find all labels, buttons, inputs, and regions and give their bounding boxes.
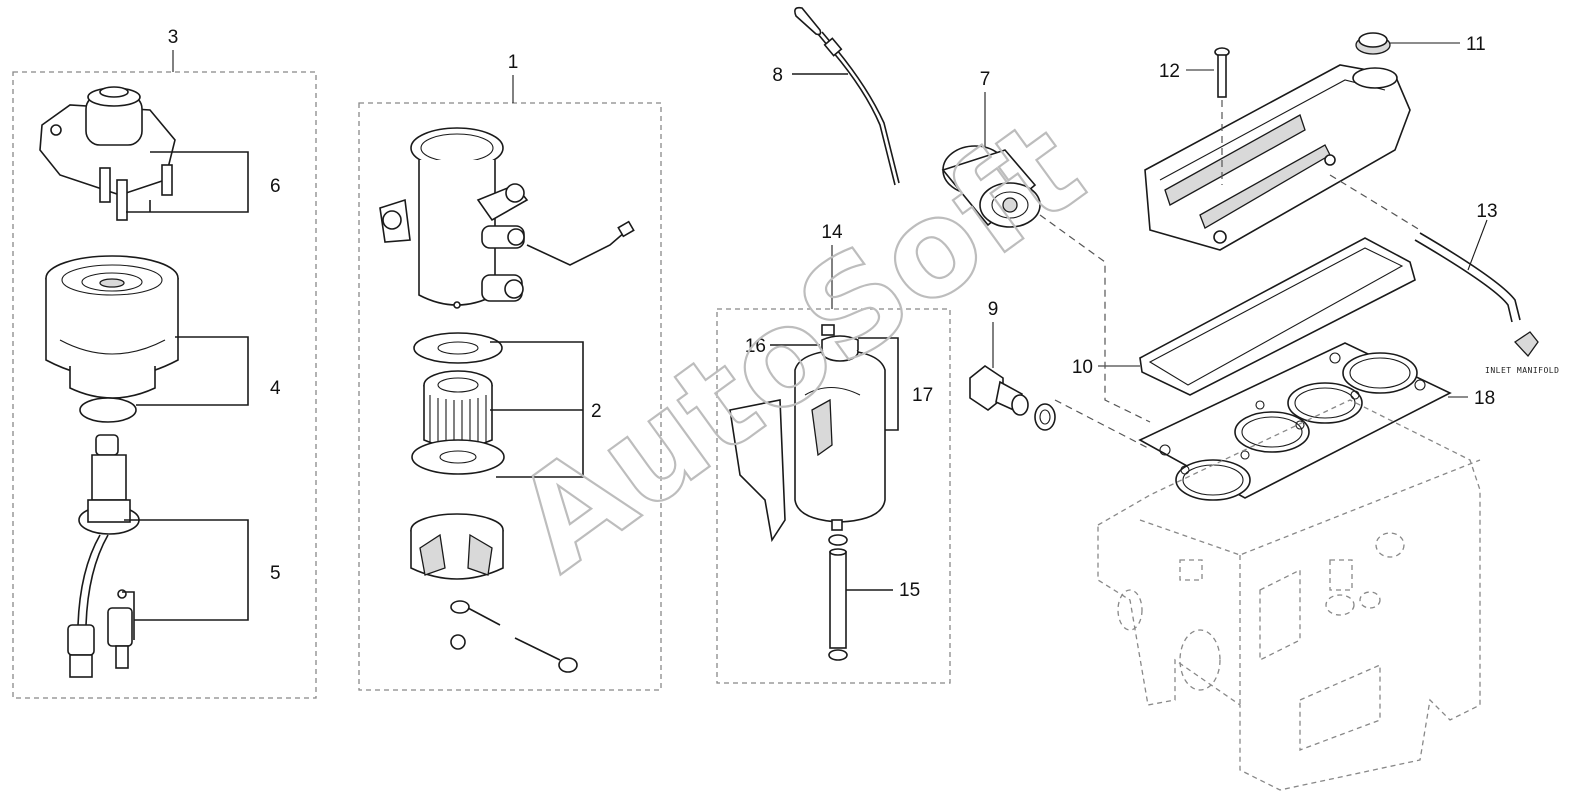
inlet-arrow-icon — [1514, 331, 1539, 358]
inlet-manifold-note: INLET MANIFOLD — [1485, 366, 1559, 375]
callout-18: 18 — [1474, 388, 1495, 409]
callout-13: 13 — [1476, 201, 1497, 222]
callout-4: 4 — [270, 378, 281, 399]
temp-sensor-part — [969, 365, 1056, 431]
filter-cartridge-part — [45, 255, 179, 399]
callout-5: 5 — [270, 563, 281, 584]
callout-9: 9 — [988, 299, 999, 320]
callout-7: 7 — [980, 69, 991, 90]
bolts-part — [450, 600, 578, 673]
gasket-upper-part — [413, 332, 503, 364]
group-3-frame — [12, 71, 317, 699]
fuel-pump-part — [379, 127, 635, 309]
o-ring-part — [79, 397, 137, 423]
hose-clamp-lower — [828, 649, 848, 661]
dipstick-part — [794, 6, 900, 186]
callout-14: 14 — [821, 222, 843, 243]
filter-element-part — [423, 370, 493, 450]
callout-6: 6 — [270, 176, 281, 197]
filter-head-part — [39, 86, 176, 221]
head-gasket-part — [1138, 342, 1452, 501]
group-14-frame — [716, 308, 951, 684]
callout-1: 1 — [508, 52, 519, 73]
callout-16: 16 — [745, 336, 766, 357]
callout-8: 8 — [772, 65, 783, 86]
gasket-lower-part — [411, 439, 505, 475]
callout-15: 15 — [899, 580, 920, 601]
engine-block-part — [1097, 399, 1481, 791]
coolant-tank-part — [729, 324, 886, 543]
breather-hose-part — [1419, 232, 1521, 321]
callout-3: 3 — [168, 27, 179, 48]
rocker-gasket-part — [1139, 237, 1416, 396]
callout-17: 17 — [912, 385, 933, 406]
water-sensor-part — [67, 434, 140, 678]
coolant-hose-part — [829, 548, 847, 649]
hose-clamp-upper — [828, 534, 848, 546]
oil-filter-part — [941, 145, 1041, 228]
callout-12: 12 — [1159, 61, 1180, 82]
callout-10: 10 — [1072, 357, 1093, 378]
callout-11: 11 — [1466, 34, 1486, 55]
rocker-cover-part — [1144, 64, 1411, 251]
bolt-12-part — [1214, 47, 1230, 98]
watermark-text: AutoSoft — [488, 91, 1109, 601]
group-1-frame — [358, 102, 662, 691]
oil-cap-part — [1355, 32, 1391, 55]
callout-2: 2 — [591, 401, 602, 422]
pump-cover-part — [410, 513, 504, 580]
